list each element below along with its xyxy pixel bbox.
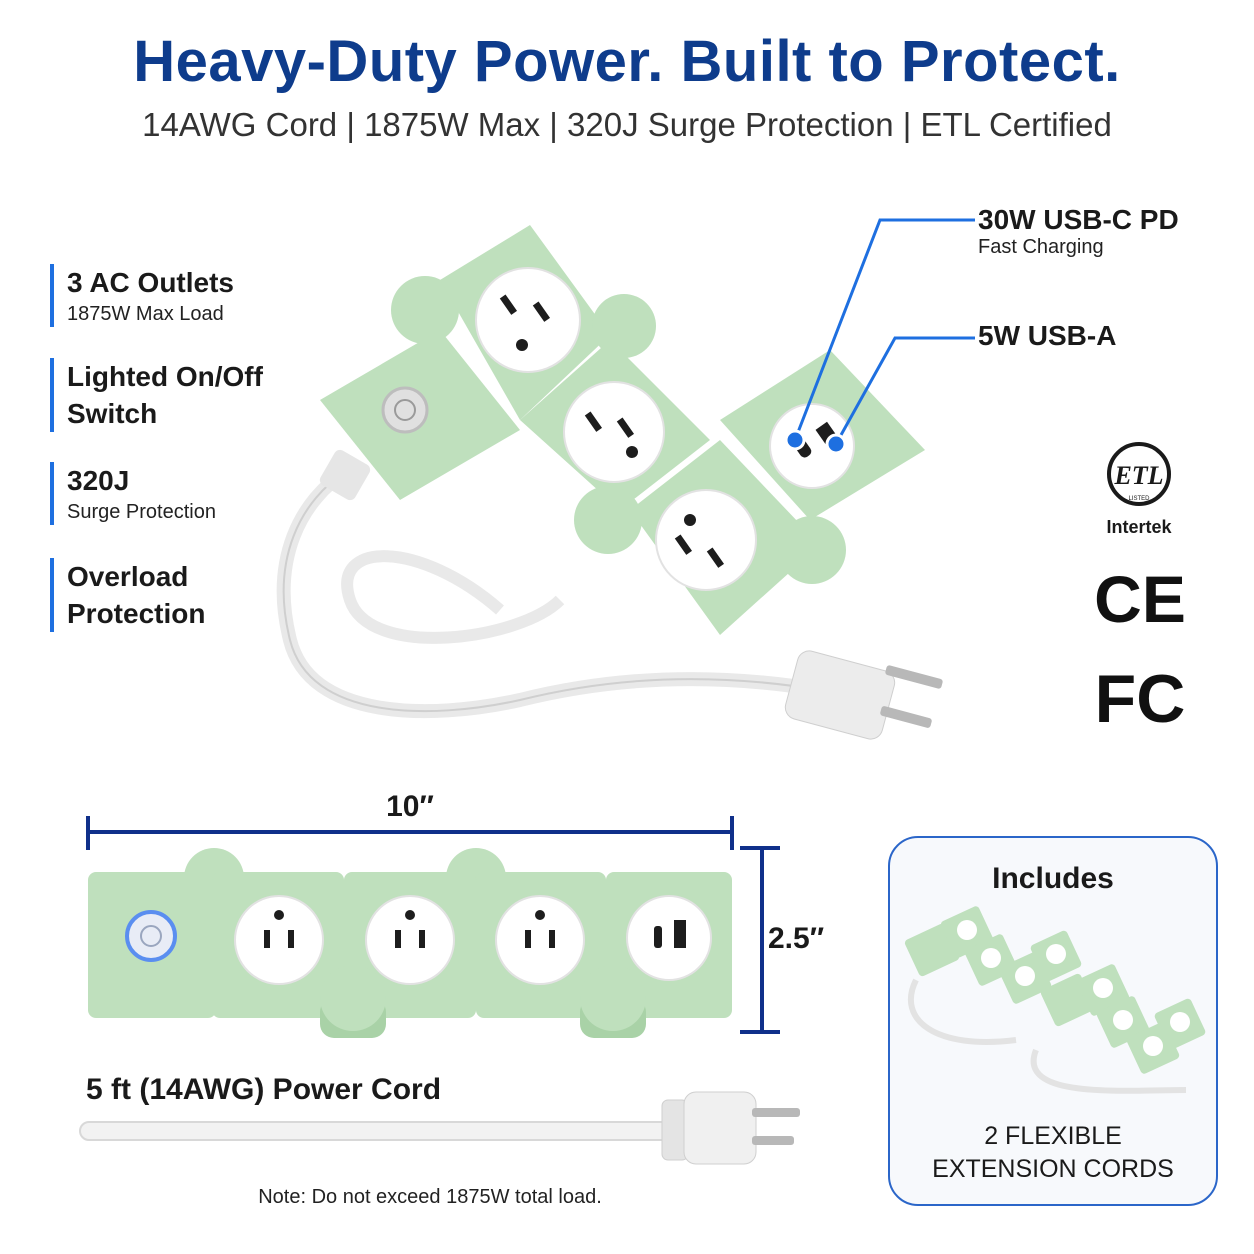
cord-label: 5 ft (14AWG) Power Cord xyxy=(86,1073,442,1106)
usba-title: 5W USB-A xyxy=(978,320,1117,351)
usbc-callout-line xyxy=(793,218,975,441)
power-icon xyxy=(394,399,416,421)
power-switch xyxy=(381,386,429,434)
fc-mark: FC xyxy=(1095,661,1186,737)
plug xyxy=(784,650,943,740)
includes-title: Includes xyxy=(992,862,1114,895)
includes-illustration xyxy=(904,906,1206,1094)
ce-mark: CE xyxy=(1094,562,1186,636)
flat-power-switch xyxy=(125,910,177,962)
intertek-label: Intertek xyxy=(1106,517,1172,537)
feature-overload: Overload Protection xyxy=(50,558,267,632)
spec-subtitle: 14AWG Cord | 1875W Max | 320J Surge Prot… xyxy=(142,106,1112,143)
feature-sub: Surge Protection xyxy=(67,501,216,523)
width-label: 10″ xyxy=(386,790,434,823)
etl-mark-text: ETL xyxy=(1113,461,1163,490)
flat-ac-outlet-1 xyxy=(234,895,324,985)
flat-ac-outlet-2 xyxy=(365,895,455,985)
usb-a-port xyxy=(674,920,686,948)
includes-caption-line1: 2 FLEXIBLE xyxy=(984,1122,1122,1150)
usb-port-panel xyxy=(769,403,855,489)
outlet-module-1 xyxy=(440,225,656,420)
feature-ac-outlets: 3 AC Outlets 1875W Max Load xyxy=(50,264,234,327)
usbc-title: 30W USB-C PD xyxy=(978,204,1179,235)
includes-caption-line2: EXTENSION CORDS xyxy=(932,1155,1174,1183)
etl-listed-text: LISTED xyxy=(1128,496,1150,502)
feature-title: 3 AC Outlets xyxy=(67,267,234,298)
switch-module xyxy=(320,276,520,500)
product-illustration: ETL LISTED Intertek CE FC xyxy=(276,218,1186,740)
page-title: Heavy-Duty Power. Built to Protect. xyxy=(133,29,1121,94)
flat-product-view xyxy=(79,816,800,1165)
usba-callout-line xyxy=(834,336,975,445)
usba-callout-dot xyxy=(825,433,847,455)
flat-power-cord xyxy=(79,1121,681,1141)
outlet-module-3 xyxy=(630,440,846,635)
included-unit-2 xyxy=(1030,964,1206,1094)
includes-caption: 2 FLEXIBLE EXTENSION CORDS xyxy=(888,1120,1218,1186)
feature-title: Lighted On/Off Switch xyxy=(67,361,263,429)
ac-outlet-2 xyxy=(563,381,665,483)
flat-ac-outlet-3 xyxy=(495,895,585,985)
power-icon xyxy=(140,925,162,947)
flat-usb-ports xyxy=(626,895,712,981)
outlet-module-2 xyxy=(520,340,710,554)
feature-surge: 320J Surge Protection xyxy=(50,462,216,525)
usbc-callout-dot xyxy=(784,429,806,451)
feature-switch: Lighted On/Off Switch xyxy=(50,358,297,432)
feature-title: Overload Protection xyxy=(67,561,206,629)
ac-outlet-3 xyxy=(655,489,757,591)
flat-plug xyxy=(661,1091,800,1165)
load-note: Note: Do not exceed 1875W total load. xyxy=(258,1186,602,1208)
etl-mark: ETL LISTED xyxy=(1107,442,1171,506)
cord-coil xyxy=(341,550,565,644)
usbc-sub: Fast Charging xyxy=(978,236,1104,258)
usb-c-port xyxy=(654,926,662,948)
feature-title: 320J xyxy=(67,465,130,496)
power-cord-edge xyxy=(282,469,821,713)
ac-outlet-1 xyxy=(475,267,581,373)
usbc-callout: 30W USB-C PD Fast Charging xyxy=(978,204,1179,259)
feature-sub: 1875W Max Load xyxy=(67,303,224,325)
cord-strain-relief xyxy=(319,449,371,501)
height-label: 2.5″ xyxy=(768,922,825,955)
included-unit-1 xyxy=(904,906,1082,1045)
